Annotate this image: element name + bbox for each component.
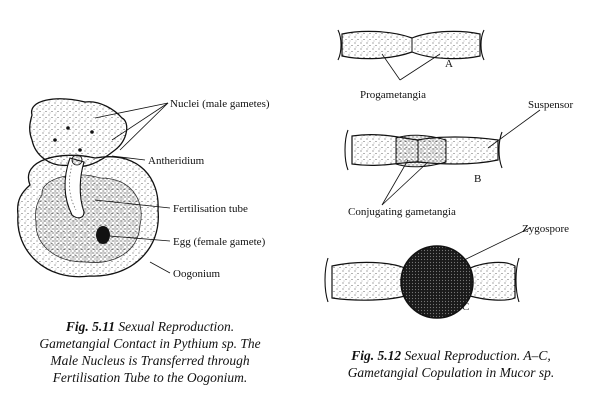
label-conjugating: Conjugating gametangia <box>348 206 456 218</box>
caption-fig-5-11-line1: Sexual Reproduction. <box>118 319 235 334</box>
caption-fig-5-12-line1: Sexual Reproduction. A–C, <box>404 348 551 363</box>
caption-fig-5-11-line3: Male Nucleus is Transferred through <box>50 353 250 368</box>
caption-fig-5-11: Fig. 5.11 Sexual Reproduction. Gametangi… <box>4 318 296 386</box>
label-oogonium: Oogonium <box>173 268 221 280</box>
label-egg: Egg (female gamete) <box>173 236 266 248</box>
label-b: B <box>474 173 481 185</box>
mucor-stage-a: A Progametangia <box>337 29 485 101</box>
caption-fig-5-11-line2: Gametangial Contact in Pythium sp. The <box>39 336 261 351</box>
caption-fig-5-11-number: Fig. 5.11 <box>65 319 116 334</box>
fertilisation-tube <box>64 157 85 219</box>
zygospore <box>400 245 474 319</box>
pythium-illustration: Nuclei (male gametes) Antheridium Fertil… <box>16 98 270 280</box>
mucor-stage-b: Suspensor B Conjugating gametangia <box>344 99 574 218</box>
label-fertilisation-tube: Fertilisation tube <box>173 203 248 215</box>
label-nuclei: Nuclei (male gametes) <box>170 98 270 110</box>
label-progametangia: Progametangia <box>360 89 426 101</box>
caption-fig-5-12: Fig. 5.12 Sexual Reproduction. A–C, Game… <box>312 347 590 381</box>
label-c: C <box>462 301 469 313</box>
mucor-stage-c: Zygospore C <box>324 223 569 319</box>
caption-fig-5-11-line4: Fertilisation Tube to the Oogonium. <box>52 370 248 385</box>
egg-female-gamete <box>96 226 110 244</box>
caption-fig-5-12-line2: Gametangial Copulation in Mucor sp. <box>347 365 555 380</box>
label-antheridium: Antheridium <box>148 155 205 167</box>
label-a: A <box>445 58 453 70</box>
label-suspensor: Suspensor <box>528 99 574 111</box>
label-zygospore: Zygospore <box>522 223 569 235</box>
antheridium <box>29 98 128 168</box>
caption-fig-5-12-number: Fig. 5.12 <box>351 348 402 363</box>
